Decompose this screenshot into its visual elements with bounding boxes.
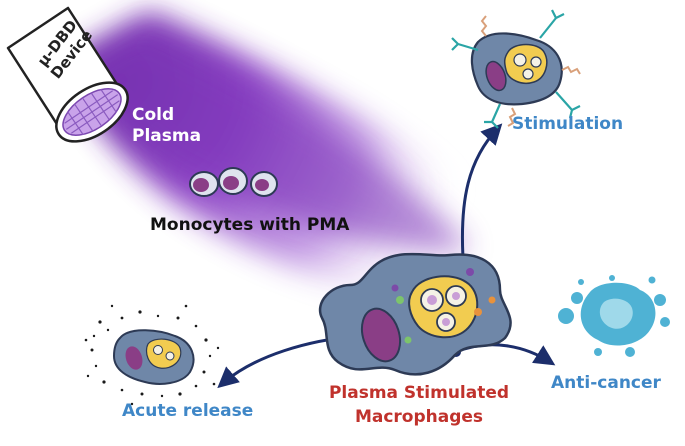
cytokine-icons [480, 15, 581, 127]
anticancer-label: Anti-cancer [551, 373, 661, 393]
cold-plasma-line1: Cold [132, 105, 175, 125]
monocyte [218, 167, 248, 195]
plasma-beam [60, 10, 560, 313]
macrophage-cell [318, 252, 512, 376]
cold-plasma-line2: Plasma [132, 126, 202, 146]
monocyte-cells [189, 167, 278, 197]
release-particles [84, 304, 220, 406]
dbd-device-icon [6, 6, 129, 143]
stimulation-label: Stimulation [512, 114, 624, 134]
psm-line2: Macrophages [354, 407, 484, 427]
receptor-icons [451, 9, 581, 129]
acute-release-label: Acute release [122, 401, 254, 421]
electrode-grid [64, 88, 120, 136]
nucleus [360, 307, 402, 363]
acute-release-cell [84, 304, 220, 406]
stimulated-macrophage [451, 9, 581, 129]
monocyte [189, 171, 219, 197]
arrow-to-stimulation [460, 123, 503, 259]
psm-line1: Plasma Stimulated [328, 383, 510, 403]
monocyte [250, 171, 278, 197]
plasma-stimulated-macrophages-label: Plasma Stimulated Macrophages [314, 381, 524, 429]
monocytes-label: Monocytes with PMA [150, 215, 350, 235]
tumor-cells [558, 275, 670, 357]
cold-plasma-label: Cold Plasma [132, 105, 201, 147]
